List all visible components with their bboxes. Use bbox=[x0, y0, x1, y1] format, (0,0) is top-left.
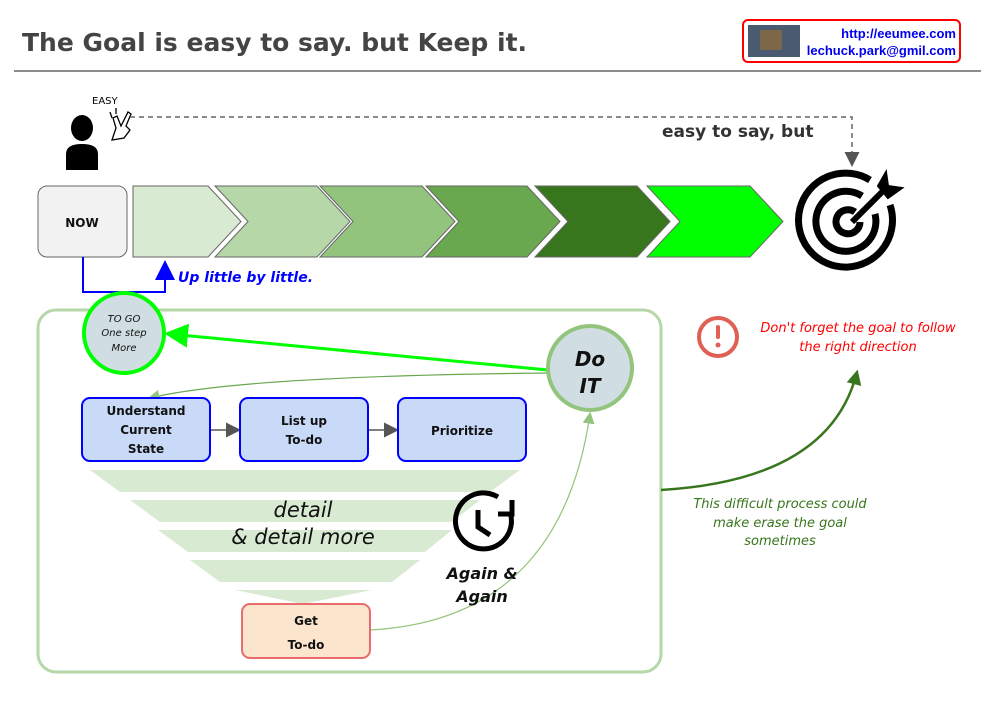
up-little-arrow bbox=[82, 257, 175, 293]
get-todo-box bbox=[241, 603, 371, 659]
progress-step-2 bbox=[213, 185, 351, 258]
again-line-1: Again & bbox=[444, 564, 517, 583]
funnel-text-2: & detail more bbox=[231, 525, 375, 549]
to-go-line-1: TO GO bbox=[108, 314, 141, 325]
warning-line-2: the right direction bbox=[799, 340, 916, 355]
warning-line-1: Don't forget the goal to follow bbox=[760, 321, 956, 336]
do-it-line-2: IT bbox=[579, 374, 601, 398]
get-todo-to-do-it-arrow bbox=[369, 411, 595, 631]
progress-step-5 bbox=[533, 185, 671, 258]
easy-to-say-label: easy to say, but bbox=[662, 122, 813, 142]
contact-url[interactable]: http://eeumee.com bbox=[841, 26, 956, 41]
step-text: Prioritize bbox=[431, 424, 493, 438]
step-text: Current bbox=[120, 423, 172, 437]
step-understand: Understand Current State bbox=[81, 397, 211, 462]
funnel-text-1: detail bbox=[273, 498, 332, 522]
difficult-line-3: sometimes bbox=[744, 534, 816, 549]
dashed-goal-arrow bbox=[130, 116, 860, 167]
up-little-label: Up little by little. bbox=[178, 270, 313, 286]
person-icon bbox=[66, 115, 98, 170]
easy-label: EASY bbox=[92, 96, 119, 107]
difficult-line-2: make erase the goal bbox=[713, 516, 847, 531]
step-text: List up bbox=[281, 414, 327, 428]
progress-step-1 bbox=[132, 185, 242, 258]
target-icon bbox=[795, 168, 905, 271]
progress-steps bbox=[132, 185, 784, 258]
to-go-line-3: More bbox=[111, 343, 136, 354]
progress-step-6 bbox=[645, 185, 784, 258]
to-go-line-2: One step bbox=[101, 328, 146, 339]
loop-back-arrow bbox=[147, 372, 549, 402]
do-it-circle bbox=[546, 324, 634, 412]
step-list-up: List up To-do bbox=[239, 397, 369, 462]
pointing-hand-icon bbox=[109, 108, 132, 141]
to-go-circle bbox=[82, 291, 166, 375]
do-it-to-go-arrow bbox=[164, 323, 549, 372]
page-title: The Goal is easy to say. but Keep it. bbox=[22, 28, 527, 57]
get-todo-line-2: To-do bbox=[288, 638, 325, 652]
warning-icon bbox=[697, 316, 739, 358]
goal-direction-arrow bbox=[660, 369, 862, 492]
difficult-line-1: This difficult process could bbox=[693, 497, 867, 512]
step-text: Understand bbox=[106, 404, 185, 418]
step-text: State bbox=[128, 442, 164, 456]
again-line-2: Again bbox=[454, 587, 508, 606]
progress-step-3 bbox=[318, 185, 456, 258]
now-label: NOW bbox=[65, 216, 98, 230]
contact-email[interactable]: lechuck.park@gmil.com bbox=[807, 43, 956, 58]
clock-repeat-icon bbox=[453, 490, 515, 552]
progress-step-4 bbox=[424, 185, 561, 258]
contact-box: http://eeumee.com lechuck.park@gmil.com bbox=[742, 19, 961, 63]
get-todo-line-1: Get bbox=[294, 614, 318, 628]
do-it-line-1: Do bbox=[575, 347, 606, 371]
step-text: To-do bbox=[286, 433, 323, 447]
funnel bbox=[90, 470, 520, 604]
step-prioritize: Prioritize bbox=[397, 397, 527, 462]
